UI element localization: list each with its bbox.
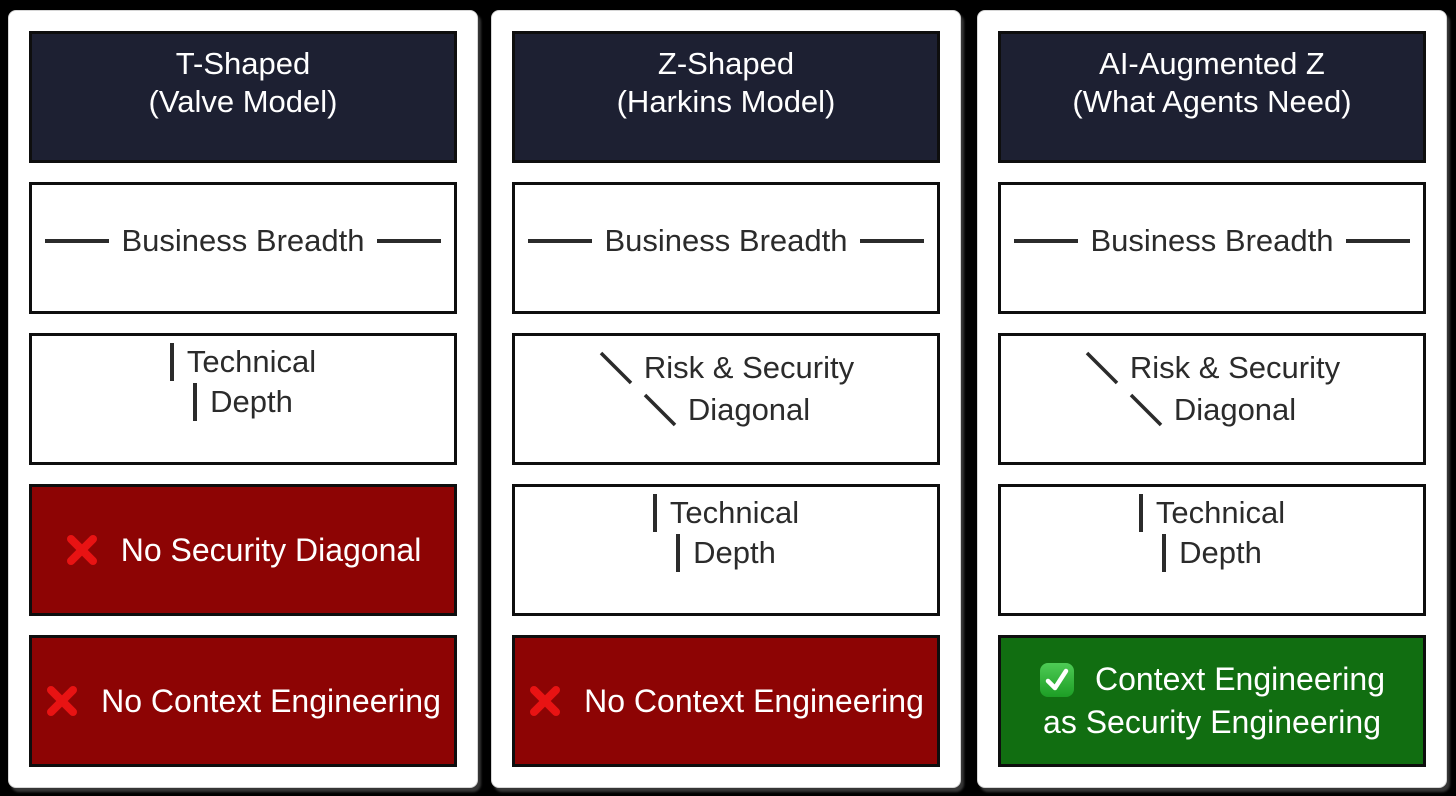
horizontal-line-icon xyxy=(528,239,592,243)
depth-row: Depth xyxy=(1001,533,1423,573)
t-shaped-card: T-Shaped (Valve Model) Business Breadth … xyxy=(8,10,478,788)
diagonal-label: Diagonal xyxy=(687,392,811,427)
business-breadth-box: Business Breadth xyxy=(998,182,1426,314)
technical-depth-box: Technical Depth xyxy=(29,333,457,465)
business-breadth-label: Business Breadth xyxy=(1090,223,1334,258)
vertical-line-icon xyxy=(652,494,657,532)
header-title-line2: (Valve Model) xyxy=(148,84,338,119)
vertical-line-icon xyxy=(169,343,174,381)
status-ok-row: Context Engineering xyxy=(1039,658,1385,701)
no-context-engineering-box: No Context Engineering xyxy=(29,635,457,767)
vertical-line-icon xyxy=(1162,534,1167,572)
no-context-engineering-box: No Context Engineering xyxy=(512,635,940,767)
ai-augmented-z-header: AI-Augmented Z (What Agents Need) xyxy=(998,31,1426,163)
diagonal-line-icon xyxy=(1129,393,1163,427)
technical-row: Technical xyxy=(32,342,454,382)
status-label: No Context Engineering xyxy=(101,682,441,719)
vertical-line-icon xyxy=(676,534,681,572)
diagonal-line-icon xyxy=(643,393,677,427)
business-breadth-row: Business Breadth xyxy=(1001,221,1423,261)
business-breadth-box: Business Breadth xyxy=(512,182,940,314)
diagonal-label: Diagonal xyxy=(1173,392,1297,427)
z-shaped-header: Z-Shaped (Harkins Model) xyxy=(512,31,940,163)
horizontal-line-icon xyxy=(1346,239,1410,243)
context-engineering-box: Context Engineering as Security Engineer… xyxy=(998,635,1426,767)
header-title-line1: Z-Shaped xyxy=(657,46,795,81)
depth-label: Depth xyxy=(210,384,293,419)
header-title-line1: AI-Augmented Z xyxy=(1099,46,1325,81)
status-label: No Context Engineering xyxy=(584,682,924,719)
header-title-line2: (Harkins Model) xyxy=(616,84,836,119)
technical-row: Technical xyxy=(515,493,937,533)
vertical-line-icon xyxy=(1138,494,1143,532)
diagonal-line-icon xyxy=(599,351,633,385)
business-breadth-row: Business Breadth xyxy=(32,221,454,261)
technical-label: Technical xyxy=(669,495,800,530)
check-mark-icon xyxy=(1040,662,1075,697)
risk-security-row: Risk & Security xyxy=(515,348,937,388)
risk-security-diagonal-box: Risk & Security Diagonal xyxy=(998,333,1426,465)
diagonal-line-icon xyxy=(1085,351,1119,385)
depth-row: Depth xyxy=(515,533,937,573)
ai-augmented-z-card: AI-Augmented Z (What Agents Need) Busine… xyxy=(977,10,1447,788)
t-shaped-header: T-Shaped (Valve Model) xyxy=(29,31,457,163)
business-breadth-label: Business Breadth xyxy=(121,223,365,258)
horizontal-line-icon xyxy=(1014,239,1078,243)
diagonal-row: Diagonal xyxy=(1001,390,1423,430)
technical-depth-box: Technical Depth xyxy=(998,484,1426,616)
status-label: No Security Diagonal xyxy=(120,531,422,568)
business-breadth-box: Business Breadth xyxy=(29,182,457,314)
technical-row: Technical xyxy=(1001,493,1423,533)
depth-label: Depth xyxy=(1179,535,1262,570)
header-title-line1: T-Shaped xyxy=(175,46,311,81)
status-ok-label-line2: as Security Engineering xyxy=(1043,704,1381,740)
depth-row: Depth xyxy=(32,382,454,422)
horizontal-line-icon xyxy=(45,239,109,243)
technical-depth-box: Technical Depth xyxy=(512,484,940,616)
z-shaped-card: Z-Shaped (Harkins Model) Business Breadt… xyxy=(491,10,961,788)
cross-mark-icon xyxy=(47,686,78,716)
risk-security-label: Risk & Security xyxy=(643,350,855,385)
technical-label: Technical xyxy=(186,344,317,379)
status-ok-label-line1: Context Engineering xyxy=(1095,661,1385,697)
horizontal-line-icon xyxy=(860,239,924,243)
cross-mark-icon xyxy=(66,535,97,565)
cross-mark-icon xyxy=(530,686,561,716)
depth-label: Depth xyxy=(693,535,776,570)
no-security-diagonal-box: No Security Diagonal xyxy=(29,484,457,616)
diagonal-row: Diagonal xyxy=(515,390,937,430)
vertical-line-icon xyxy=(193,383,198,421)
horizontal-line-icon xyxy=(377,239,441,243)
business-breadth-label: Business Breadth xyxy=(604,223,848,258)
risk-security-row: Risk & Security xyxy=(1001,348,1423,388)
risk-security-label: Risk & Security xyxy=(1129,350,1341,385)
header-title-line2: (What Agents Need) xyxy=(1072,84,1352,119)
technical-label: Technical xyxy=(1155,495,1286,530)
risk-security-diagonal-box: Risk & Security Diagonal xyxy=(512,333,940,465)
business-breadth-row: Business Breadth xyxy=(515,221,937,261)
